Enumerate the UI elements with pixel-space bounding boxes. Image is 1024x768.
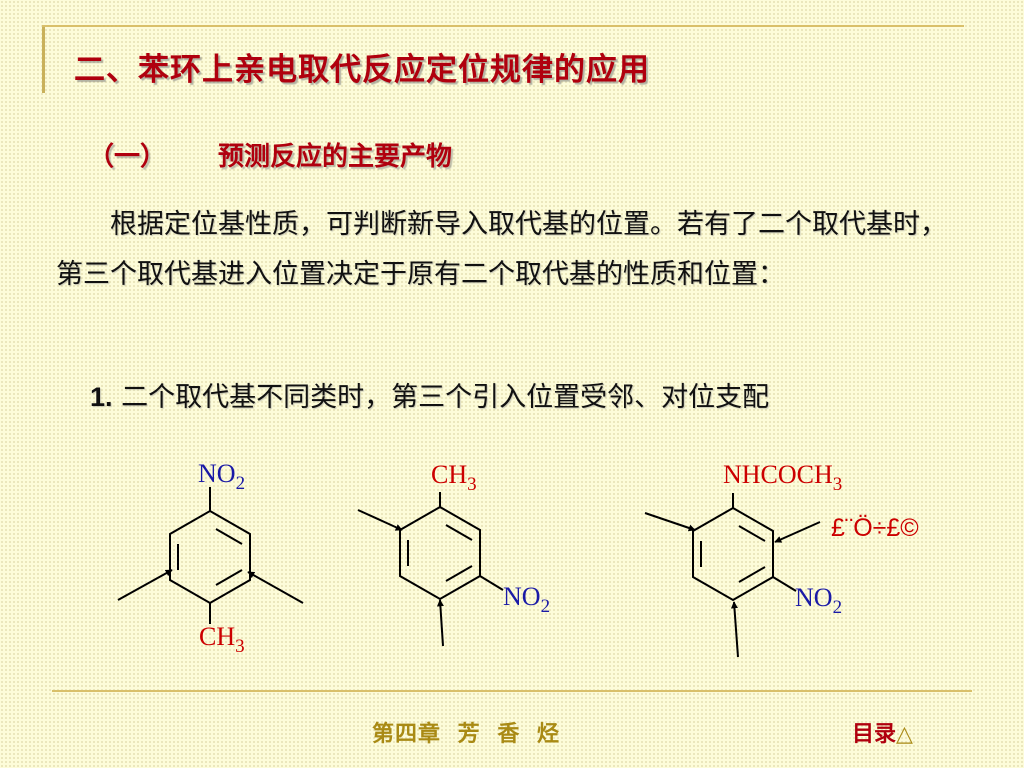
attack-arrow (730, 601, 739, 658)
ring-double-bond (215, 528, 243, 545)
nitro-label: NO2 (198, 459, 245, 494)
slide-title: 二、苯环上亲电取代反应定位规律的应用 (74, 52, 650, 88)
title-accent-bar (42, 25, 45, 93)
molecule-nitroacetanilide (644, 493, 821, 658)
rule-text: 二个取代基不同类时，第三个引入位置受邻、对位支配 (121, 382, 770, 413)
acetamido-label: NHCOCH3 (723, 460, 842, 495)
ring-double-bond (738, 566, 766, 583)
attack-arrow (357, 509, 403, 531)
title-top-rule (42, 25, 964, 27)
benzene-ring (692, 506, 774, 602)
substituent-bond (772, 576, 797, 592)
molecule-nitrotoluene-para (117, 487, 304, 624)
section-heading: 预测反应的主要产物 (218, 142, 453, 172)
attack-arrow (774, 521, 821, 543)
ring-double-bond (445, 524, 473, 541)
nitro-label: NO2 (503, 582, 550, 617)
substituent-bond (479, 575, 504, 591)
major-position-annotation: £¨Ö÷£© (831, 514, 919, 542)
benzene-ring (399, 505, 481, 601)
footer-rule (52, 690, 972, 692)
attack-arrow (247, 571, 304, 604)
attack-arrow (117, 569, 173, 601)
toc-label: 目录 (852, 722, 897, 747)
ring-double-bond (445, 565, 473, 582)
molecule-nitrotoluene-ortho (357, 492, 504, 647)
methyl-label: CH3 (431, 460, 477, 495)
attack-arrow (644, 512, 696, 532)
chapter-link[interactable]: 第四章 芳 香 烃 (372, 722, 560, 747)
nitro-label: NO2 (795, 583, 842, 618)
rule-number: 1. (90, 382, 113, 412)
section-marker: （一） (88, 142, 167, 172)
rule-item: 1. 二个取代基不同类时，第三个引入位置受邻、对位支配 (90, 375, 769, 414)
toc-link[interactable]: 目录△ (852, 716, 913, 748)
triangle-icon: △ (896, 722, 913, 747)
ring-double-bond (215, 569, 243, 586)
body-paragraph: 根据定位基性质，可判断新导入取代基的位置。若有了二个取代基时，第三个取代基进入位… (56, 200, 956, 300)
methyl-label: CH3 (199, 622, 245, 657)
benzene-ring (169, 509, 251, 605)
ring-double-bond (738, 525, 766, 542)
attack-arrow (436, 599, 444, 647)
body-paragraph-text: 根据定位基性质，可判断新导入取代基的位置。若有了二个取代基时，第三个取代基进入位… (56, 209, 947, 290)
